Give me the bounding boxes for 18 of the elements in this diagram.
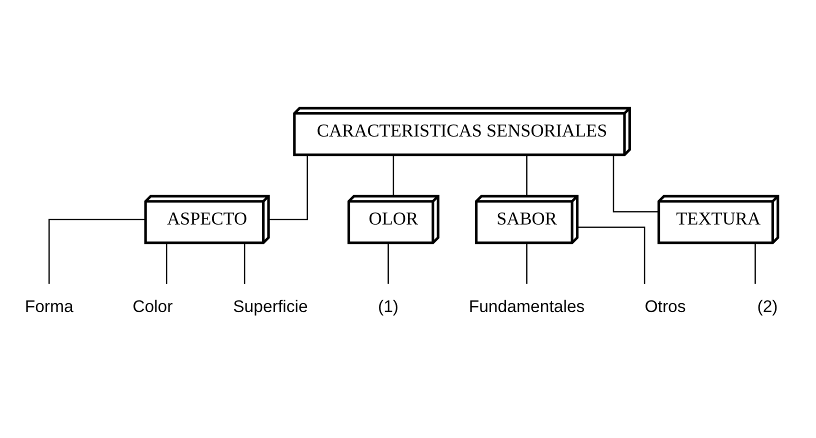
connector bbox=[526, 154, 528, 196]
node-text: (1) bbox=[378, 296, 399, 316]
node-text: (2) bbox=[757, 296, 778, 316]
connector bbox=[526, 242, 528, 284]
connector bbox=[268, 154, 308, 220]
connector bbox=[166, 242, 168, 284]
node-text: Forma bbox=[24, 296, 74, 316]
connector bbox=[392, 154, 394, 196]
node-text: Color bbox=[132, 296, 173, 316]
connector bbox=[48, 218, 146, 284]
node-text: Superficie bbox=[233, 296, 308, 316]
connector bbox=[577, 226, 646, 284]
connector bbox=[754, 242, 756, 284]
connector bbox=[612, 154, 659, 212]
node-text: Fundamentales bbox=[468, 296, 585, 316]
connector bbox=[388, 242, 389, 284]
node-text: Otros bbox=[644, 296, 686, 316]
connector bbox=[244, 242, 246, 284]
